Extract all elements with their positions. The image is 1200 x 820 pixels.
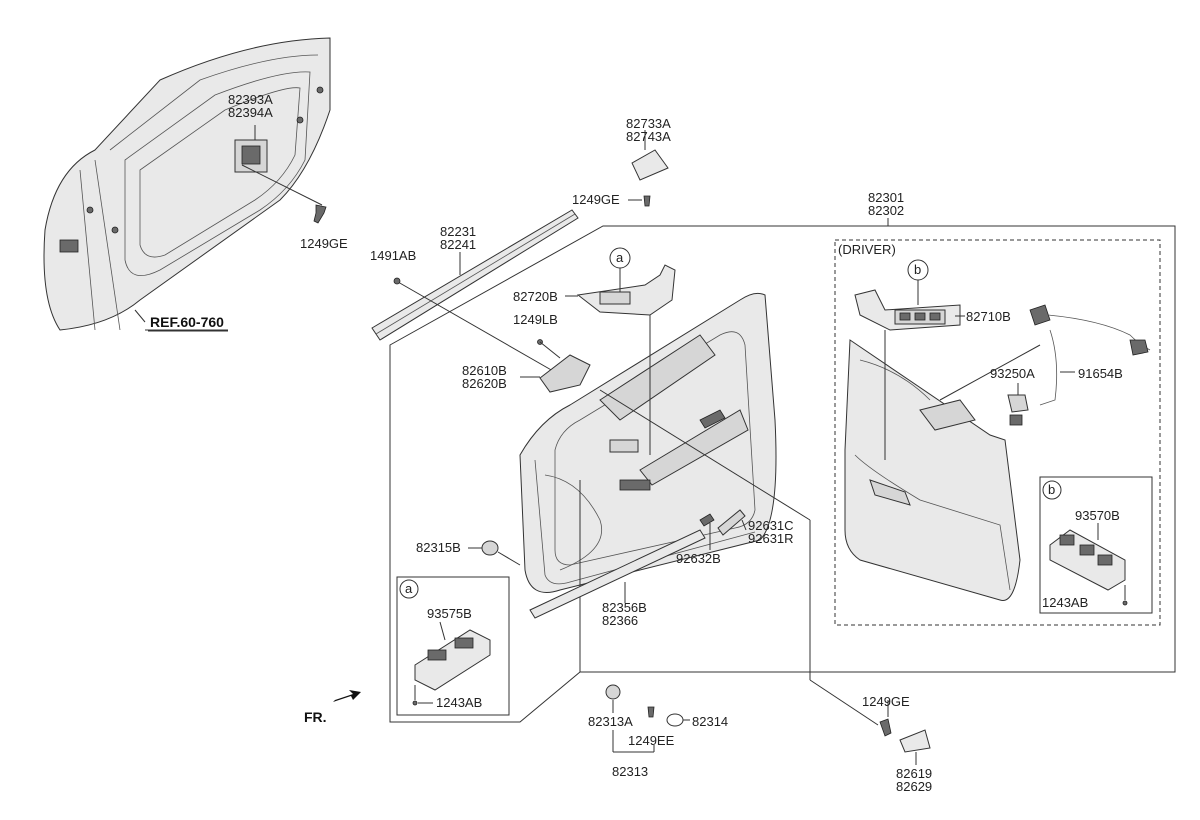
switch-93570b-drawing: [1042, 480, 1128, 606]
label-82629: 82629: [896, 779, 932, 794]
label-82301: 82301: [868, 190, 904, 205]
label-1243ab-b: 1243AB: [1042, 595, 1088, 610]
label-93575b: 93575B: [427, 606, 472, 621]
label-driver: (DRIVER): [838, 242, 896, 257]
box-a-badge: [399, 579, 419, 599]
label-93250a: 93250A: [990, 366, 1035, 381]
driver-box: [834, 239, 1161, 626]
label-82231: 82231: [440, 224, 476, 239]
label-1249ge-c: 1249GE: [862, 694, 910, 709]
label-93570b: 93570B: [1075, 508, 1120, 523]
label-82366: 82366: [602, 613, 638, 628]
label-91654b: 91654B: [1078, 366, 1123, 381]
callout-b-letter: b: [914, 262, 921, 277]
callout-a-letter: a: [616, 250, 624, 265]
box-a-letter: a: [405, 581, 413, 596]
label-82313: 82313: [612, 764, 648, 779]
label-92631c: 92631C: [748, 518, 794, 533]
door-frame-drawing: [43, 37, 331, 331]
driver-door-panel-drawing: [844, 259, 1151, 601]
label-82610b: 82610B: [462, 363, 507, 378]
label-82356b: 82356B: [602, 600, 647, 615]
label-1491ab: 1491AB: [370, 248, 416, 263]
label-82313a: 82313A: [588, 714, 633, 729]
garnish-92631-drawing: [699, 509, 747, 550]
inner-handle-82610b-drawing: [520, 339, 591, 393]
label-82619: 82619: [896, 766, 932, 781]
label-82743a: 82743A: [626, 129, 671, 144]
callout-a-circle: [609, 247, 631, 269]
label-1249ee: 1249EE: [628, 733, 675, 748]
weatherstrip-drawing: [371, 209, 579, 376]
label-1249ge-b: 1249GE: [572, 192, 620, 207]
strip-82356b-drawing: [529, 529, 706, 619]
cap-82733a-drawing: [631, 149, 669, 181]
box-b-letter: b: [1048, 482, 1055, 497]
label-82720b: 82720B: [513, 289, 558, 304]
label-fr: FR.: [304, 709, 327, 725]
main-assembly-outline: [389, 225, 1176, 723]
label-82302: 82302: [868, 203, 904, 218]
label-82710b: 82710B: [966, 309, 1011, 324]
label-1243ab-a: 1243AB: [436, 695, 482, 710]
clip-82315b-drawing: [468, 540, 521, 566]
label-82620b: 82620B: [462, 376, 507, 391]
label-92632b: 92632B: [676, 551, 721, 566]
label-1249ge-a: 1249GE: [300, 236, 348, 251]
screw-1249ge-b: [643, 195, 651, 207]
label-1249lb: 1249LB: [513, 312, 558, 327]
label-82394a: 82394A: [228, 105, 273, 120]
label-82733a: 82733A: [626, 116, 671, 131]
switch-93575b-drawing: [399, 579, 491, 706]
label-82315b: 82315B: [416, 540, 461, 555]
handle-82720b-drawing: [565, 247, 676, 316]
box-b-badge: [1042, 480, 1062, 500]
label-82241: 82241: [440, 237, 476, 252]
label-82393a: 82393A: [228, 92, 273, 107]
label-82314: 82314: [692, 714, 728, 729]
label-92631r: 92631R: [748, 531, 794, 546]
label-ref: REF.60-760: [150, 314, 224, 330]
bottom-parts-drawing: [333, 684, 931, 765]
